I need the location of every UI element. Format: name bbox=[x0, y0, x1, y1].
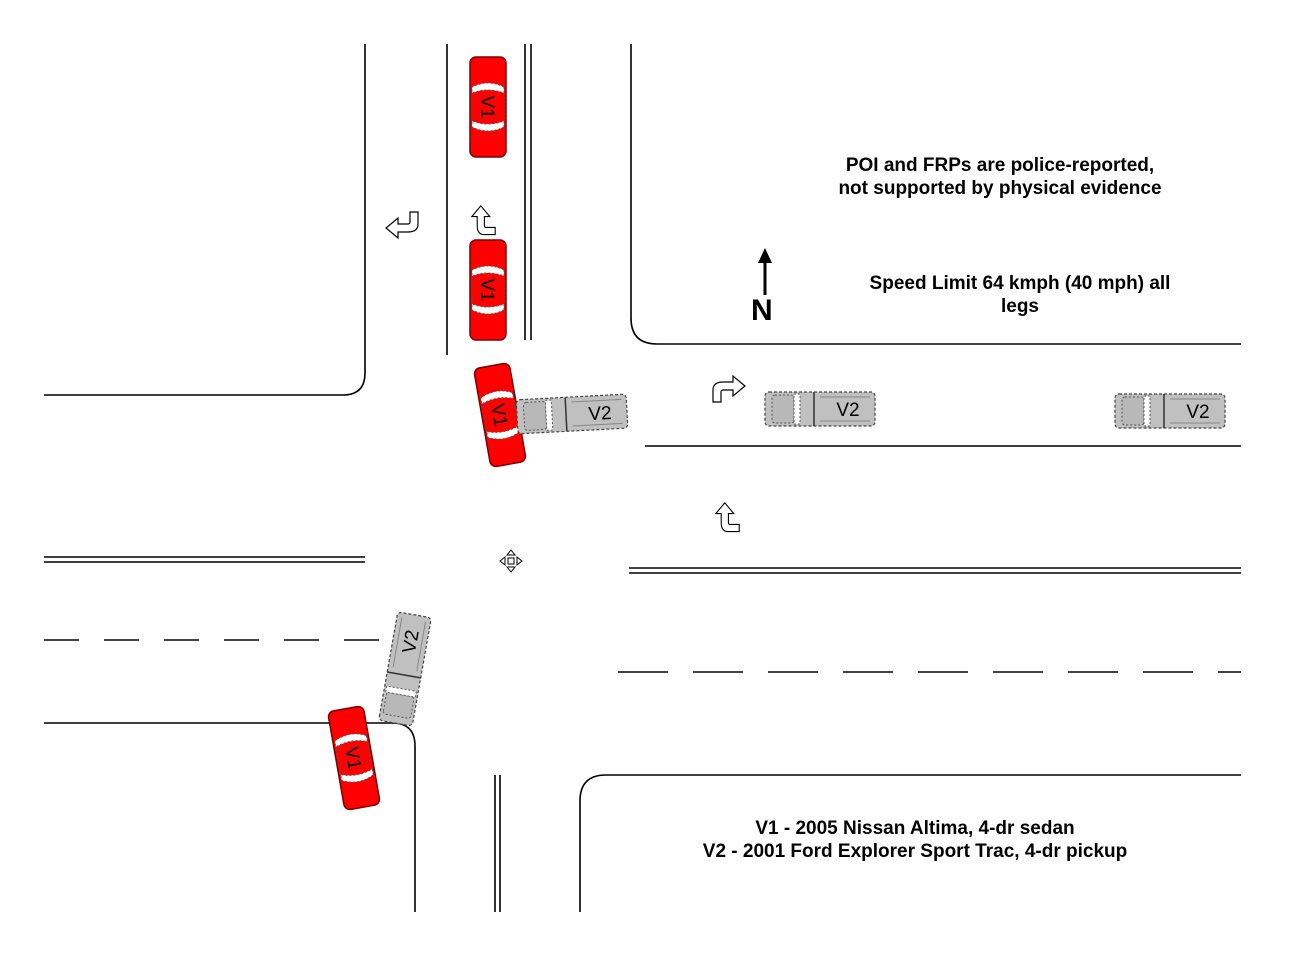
v1-vehicle: V1 bbox=[469, 56, 507, 158]
v2-vehicle: V2 bbox=[377, 611, 433, 727]
north-arrow-icon bbox=[758, 248, 772, 295]
turn-arrow-icon bbox=[715, 502, 740, 533]
v2-label: V2 bbox=[399, 628, 424, 655]
poi-note: POI and FRPs are police-reported, not su… bbox=[780, 154, 1220, 200]
move-cursor-icon bbox=[499, 549, 523, 573]
v1-vehicle: V1 bbox=[469, 239, 507, 341]
v1-vehicle: V1 bbox=[326, 704, 382, 812]
v2-label: V2 bbox=[1186, 402, 1209, 423]
double-center-lines bbox=[44, 44, 1241, 912]
legend-v2: V2 - 2001 Ford Explorer Sport Trac, 4-dr… bbox=[702, 841, 1128, 862]
dashed-lane-lines bbox=[44, 639, 1241, 673]
speed-limit-line-1: Speed Limit 64 kmph (40 mph) all bbox=[869, 273, 1171, 294]
v1-label: V1 bbox=[340, 745, 365, 772]
turn-arrow-icon bbox=[471, 205, 496, 236]
speed-limit-note: Speed Limit 64 kmph (40 mph) all legs bbox=[800, 272, 1240, 318]
turn-arrow-icon bbox=[385, 211, 419, 239]
v1-label: V1 bbox=[486, 402, 511, 429]
v2-label: V2 bbox=[588, 403, 612, 425]
poi-note-line-1: POI and FRPs are police-reported, bbox=[845, 155, 1155, 176]
v2-vehicle: V2 bbox=[764, 391, 876, 427]
v1-label: V1 bbox=[476, 95, 497, 118]
road-edges bbox=[44, 44, 1241, 912]
legend-v1: V1 - 2005 Nissan Altima, 4-dr sedan bbox=[755, 818, 1075, 839]
turn-arrow-icon bbox=[712, 375, 746, 403]
v2-vehicle: V2 bbox=[515, 393, 629, 435]
poi-note-line-2: not supported by physical evidence bbox=[838, 178, 1162, 199]
v2-label: V2 bbox=[836, 400, 859, 421]
v1-label: V1 bbox=[476, 278, 497, 301]
vehicle-legend: V1 - 2005 Nissan Altima, 4-dr sedan V2 -… bbox=[650, 817, 1180, 863]
v2-vehicle: V2 bbox=[1114, 393, 1226, 429]
v1-vehicle: V1 bbox=[472, 361, 528, 469]
speed-limit-line-2: legs bbox=[1000, 296, 1040, 317]
north-label: N bbox=[751, 294, 773, 327]
